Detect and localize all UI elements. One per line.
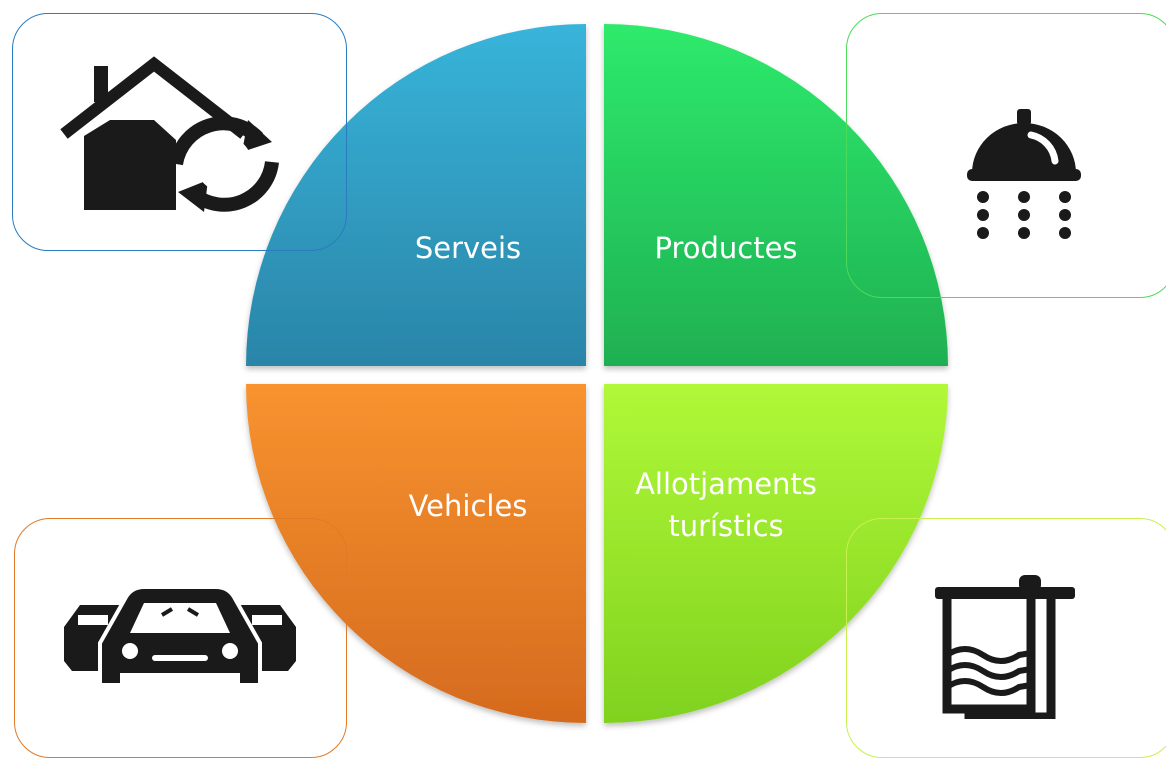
vehicles-label: Vehicles [408, 489, 528, 523]
shower-head-icon [967, 109, 1081, 239]
serveis-icon-box [12, 13, 347, 251]
towel-rack-icon [935, 575, 1075, 719]
allotjaments-icon-box [846, 518, 1166, 758]
quadrant-serveis [246, 24, 586, 366]
allotjaments-label-line2: turístics [668, 509, 784, 543]
cars-icon [64, 585, 296, 687]
vehicles-icon-box [14, 518, 347, 758]
house-refresh-icon [60, 56, 279, 212]
productes-label: Productes [654, 231, 798, 265]
quadrant-vehicles [246, 384, 586, 723]
serveis-label: Serveis [414, 231, 522, 265]
quadrant-allotjaments [604, 384, 948, 723]
allotjaments-label-line1: Allotjaments [635, 467, 817, 501]
productes-icon-box [846, 13, 1166, 298]
